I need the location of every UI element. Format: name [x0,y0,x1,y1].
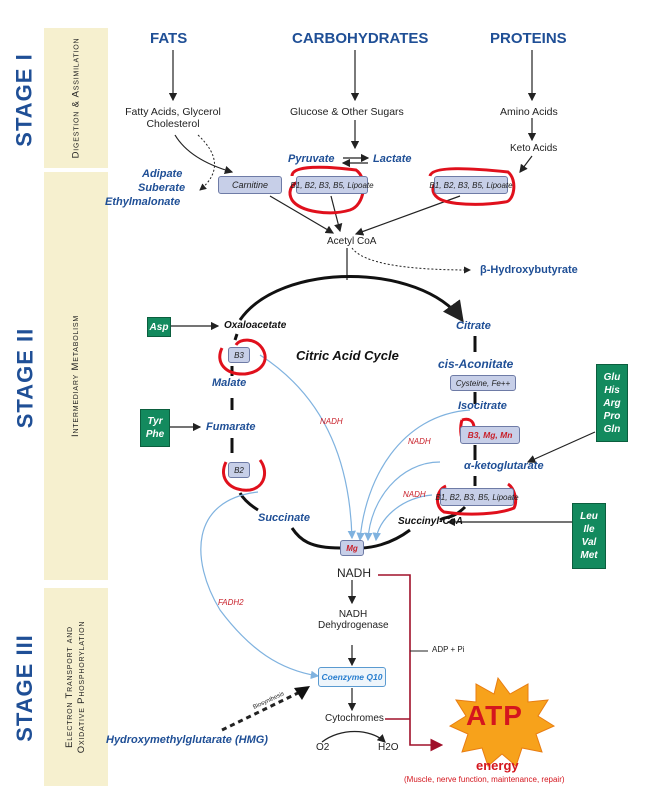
b3-mg-mn-box: B3, Mg, Mn [460,426,520,444]
energy-note: (Muscle, nerve function, maintenance, re… [404,775,565,784]
source-proteins: PROTEINS [490,30,567,47]
cis-aconitate-label: cis-Aconitate [438,357,514,371]
amino-acids-label: Amino Acids [500,106,558,118]
keto-acids-label: Keto Acids [510,143,558,154]
b2-box: B2 [228,462,250,478]
o2-label: O2 [316,742,330,753]
atp-label: ATP [466,700,523,731]
malate-label: Malate [212,377,247,389]
ethylmalonate-label: Ethylmalonate [105,196,181,208]
oxaloacetate-label: Oxaloacetate [224,320,287,331]
b3-box: B3 [228,347,250,363]
succinyl-coa-label: Succinyl-CoA [398,516,464,527]
stage-2-band: Intermediary Metabolism [44,172,108,580]
mg-box: Mg [340,540,364,556]
suberate-label: Suberate [138,182,186,194]
nadh-annotation-3: NADH [403,490,426,499]
cytochromes-label: Cytochromes [325,713,384,724]
asp-box: Asp [147,317,171,337]
cycle-title: Citric Acid Cycle [296,348,399,363]
red-annotation-marks [218,165,518,516]
nadh-main-label: NADH [337,566,372,580]
isocitrate-label: Isocitrate [458,400,507,412]
hmg-label: Hydroxymethylglutarate (HMG) [106,734,268,746]
acetyl-coa-label: Acetyl CoA [327,236,377,247]
h2o-label: H2O [378,742,399,753]
alpha-ketoglutarate-label: α-ketoglutarate [464,460,544,472]
energy-label: energy [476,758,519,773]
adipate-label: Adipate [142,168,183,180]
nadh-annotation-1: NADH [320,417,343,426]
kg-cofactors-box: B1, B2, B3, B5, Lipoate [435,488,519,506]
coenzyme-q10-box: Coenzyme Q10 [318,667,386,687]
keto-cofactors-box: B1, B2, B3, B5, Lipoate [429,176,513,194]
adp-pi-label: ADP + Pi [432,645,465,654]
cysteine-fe-box: Cysteine, Fe++ [450,375,516,391]
atp-burst-icon [448,676,556,767]
pyruvate-cofactors-box: B1, B2, B3, B5, Lipoate [290,176,374,194]
source-fats: FATS [150,30,188,47]
fadh2-annotation: FADH2 [218,598,244,607]
hydroxybutyrate-label: β-Hydroxybutyrate [480,264,578,276]
nadh-annotation-2: NADH [408,437,431,446]
glu-group-box: Glu His Arg Pro Gln [596,364,628,442]
fumarate-label: Fumarate [206,421,256,433]
citrate-label: Citrate [456,320,491,332]
source-carbohydrates: CARBOHYDRATES [292,30,429,47]
glucose-label: Glucose & Other Sugars [290,106,404,118]
succinate-label: Succinate [258,512,310,524]
carnitine-box: Carnitine [218,176,282,194]
leu-group-box: Leu Ile Val Met [572,503,606,569]
lactate-label: Lactate [373,153,412,165]
stage-1-band: Digestion & Assimilation [44,28,108,168]
pyruvate-label: Pyruvate [288,153,335,165]
